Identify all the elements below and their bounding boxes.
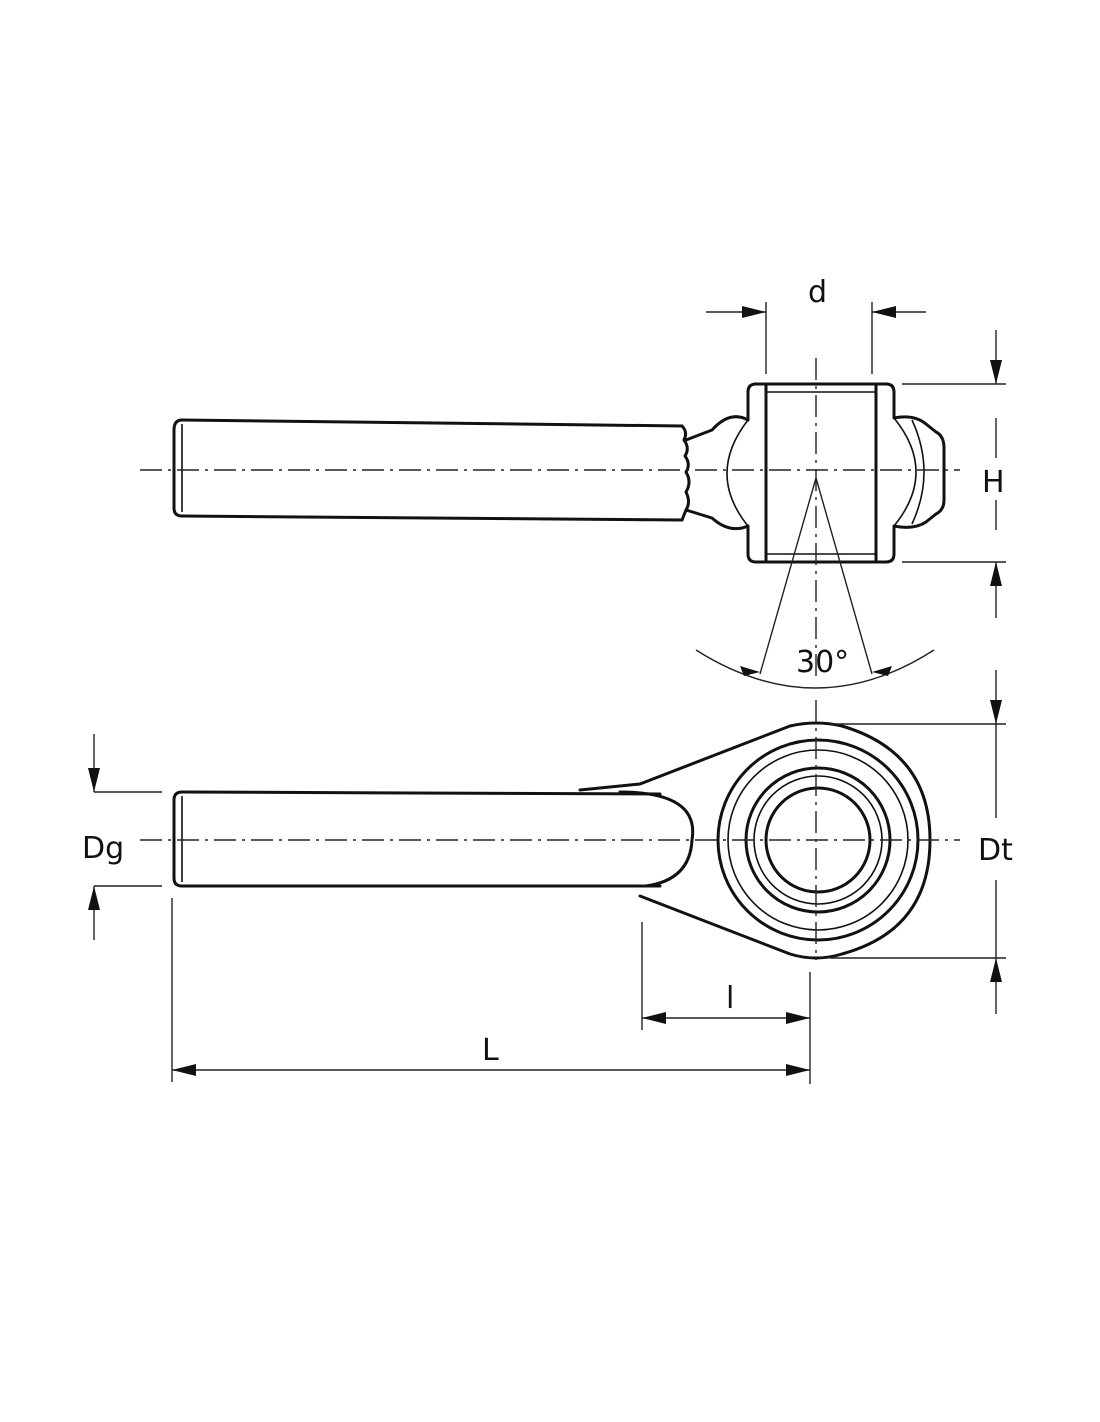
angle-line-right: [815, 477, 873, 675]
label-angle: 30°: [796, 645, 849, 680]
dimension-h: [902, 330, 1006, 618]
top-view-shank: [172, 790, 662, 888]
bore-ring: [764, 786, 872, 894]
label-l-small: l: [726, 981, 734, 1016]
side-view: [140, 358, 960, 689]
angle-line-left: [759, 477, 817, 675]
side-view-ball-left: [726, 419, 749, 527]
side-view-ball-right: [893, 417, 917, 527]
side-view-housing: [684, 382, 946, 564]
angle-arrow-right: [872, 666, 892, 676]
side-view-shank: [172, 418, 684, 522]
dimension-L: [171, 898, 810, 1082]
dimension-d: [706, 302, 926, 374]
label-dg: Dg: [82, 831, 124, 866]
label-h: H: [982, 465, 1005, 500]
side-view-neck: [680, 424, 691, 522]
label-dt: Dt: [978, 833, 1013, 868]
angle-arc: [695, 649, 935, 689]
side-view-ball-outer-right: [911, 419, 925, 525]
dimension-l: [641, 922, 811, 1084]
angle-arrow-left: [740, 666, 760, 676]
top-view: [140, 700, 960, 960]
top-view-neck: [618, 790, 695, 888]
dimension-dt: [830, 670, 1006, 1014]
label-d: d: [808, 275, 827, 310]
dimension-dg: [88, 734, 162, 940]
label-L: L: [482, 1033, 499, 1068]
